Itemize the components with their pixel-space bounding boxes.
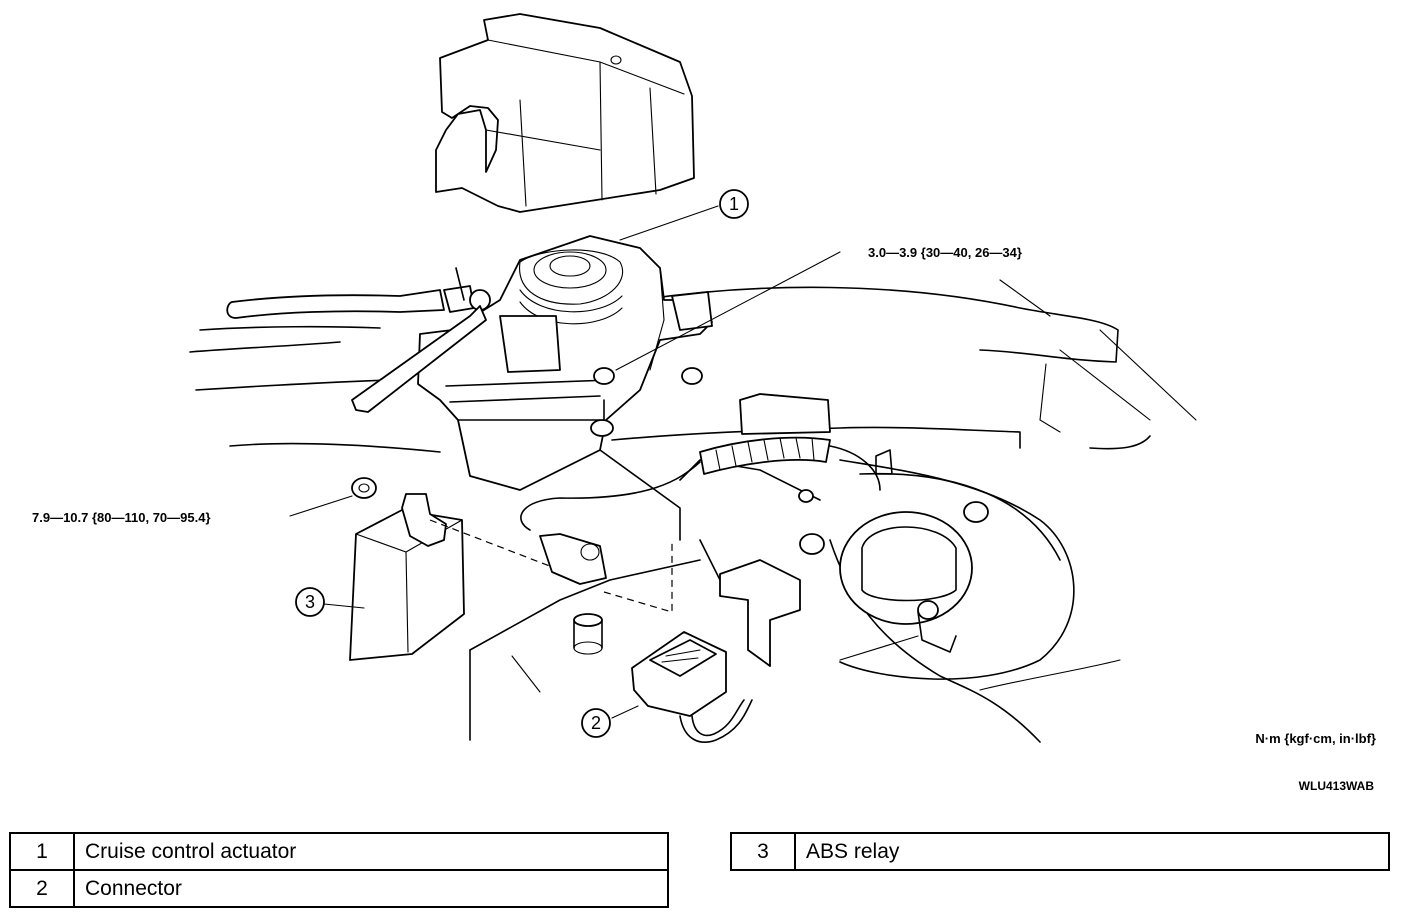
leader-lines: [289, 205, 841, 719]
legend-table-left: 1 Cruise control actuator 2 Connector: [9, 832, 669, 908]
svg-text:1: 1: [729, 194, 739, 214]
actuator-cover: [435, 13, 695, 213]
legend-row-number: 2: [9, 869, 75, 908]
cruise-control-cable: [226, 267, 491, 413]
svg-text:2: 2: [591, 713, 601, 733]
legend-row-name: ABS relay: [794, 832, 1390, 871]
callout-1: 1: [719, 189, 749, 219]
torque-spec-left: 7.9—10.7 {80—110, 70—95.4}: [32, 510, 211, 525]
strut-tower: [798, 449, 989, 661]
legend-row: 3 ABS relay: [730, 832, 1390, 871]
mounting-bracket-area: [469, 449, 821, 741]
connector: [631, 631, 753, 743]
abs-relay: [349, 477, 607, 661]
callout-2: 2: [581, 708, 611, 738]
torque-units-note: N·m {kgf·cm, in·lbf}: [1255, 731, 1376, 746]
legend-table-right: 3 ABS relay: [730, 832, 1390, 871]
torque-spec-upper: 3.0—3.9 {30—40, 26—34}: [868, 245, 1022, 260]
callout-3: 3: [295, 587, 325, 617]
vehicle-body-lines: [189, 279, 1197, 743]
legend-row-number: 3: [730, 832, 796, 871]
legend-row: 2 Connector: [9, 869, 669, 908]
cruise-control-actuator: [417, 235, 713, 491]
actuator-harness: [520, 393, 881, 531]
legend-row: 1 Cruise control actuator: [9, 832, 669, 871]
legend-row-name: Cruise control actuator: [73, 832, 669, 871]
svg-text:3: 3: [305, 592, 315, 612]
legend-row-name: Connector: [73, 869, 669, 908]
legend-row-number: 1: [9, 832, 75, 871]
figure-code: WLU413WAB: [1299, 779, 1375, 793]
